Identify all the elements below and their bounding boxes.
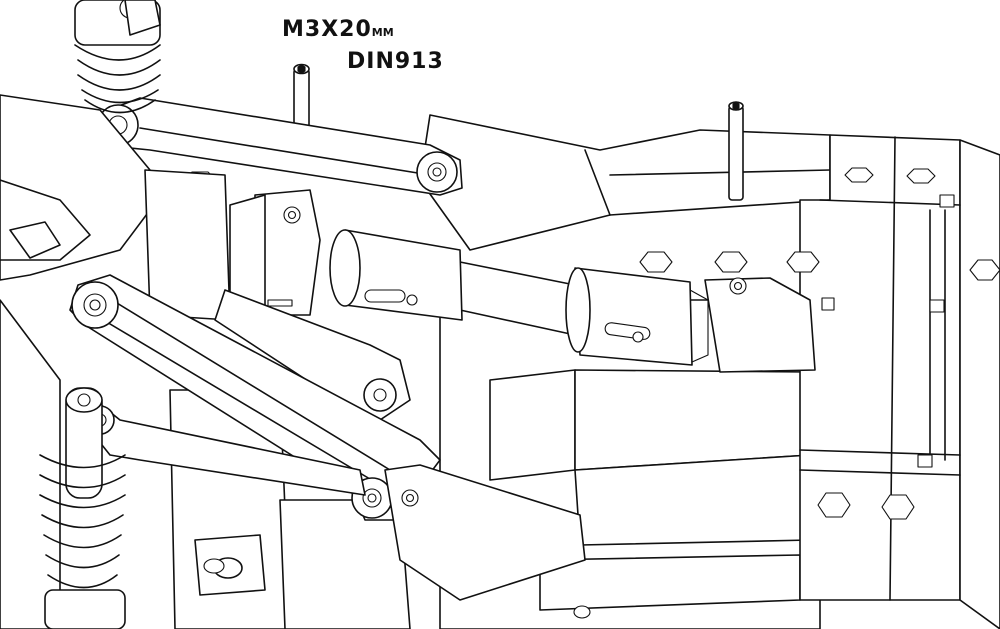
center-block: [229, 189, 321, 321]
front-shock-upper: [74, 0, 161, 114]
screw-size-text: M3X20: [282, 17, 372, 42]
screw-pin-right: [728, 101, 744, 201]
screw-size-label: M3X20MM: [282, 17, 394, 42]
rear-upright: [704, 277, 816, 373]
front-shock-lower: [39, 387, 126, 629]
lower-arm-rear: [214, 289, 411, 421]
chassis-upper-plate: [419, 114, 831, 251]
block-hex-nuts: [817, 167, 1000, 520]
link-bracket: [384, 464, 586, 601]
small-hardware: [203, 194, 955, 619]
screw-size-unit: MM: [371, 26, 394, 39]
gearbox-block: [799, 134, 1000, 629]
screw-standard-label: DIN913: [347, 49, 444, 74]
driveshaft: [329, 229, 709, 366]
